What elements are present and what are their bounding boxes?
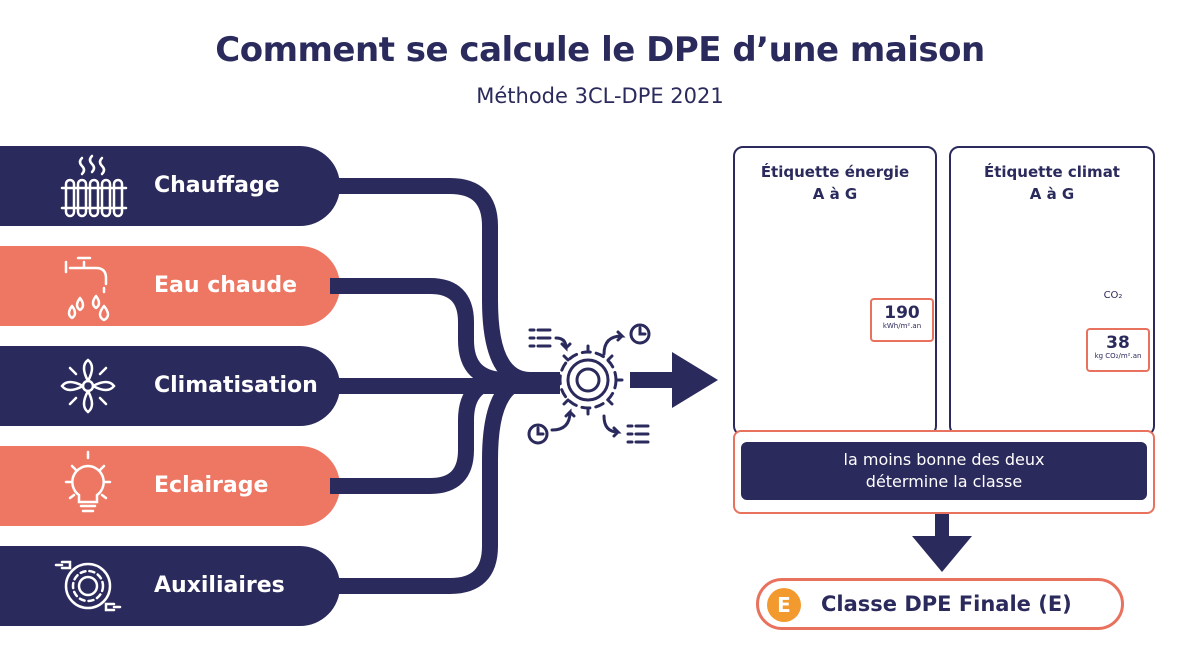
list-arrow-icon-top — [528, 328, 572, 352]
energy-grade-label-c: C — [751, 279, 763, 298]
rule-line-2: détermine la classe — [865, 472, 1023, 491]
climate-grade-label-e: E — [967, 337, 978, 356]
energy-unit: kWh/m².an — [882, 322, 922, 330]
energy-value-box: 190 kWh/m².an — [870, 298, 934, 342]
energy-grade-label-d: D — [751, 308, 764, 327]
connector-lines — [330, 178, 560, 594]
water-tap-icon — [64, 256, 110, 322]
rule-line-1: la moins bonne des deux — [843, 450, 1045, 469]
snowflake-fan-icon — [60, 358, 116, 414]
final-class-text: Classe DPE Finale (E) — [821, 592, 1072, 616]
climate-grade-label-d: D — [967, 308, 980, 327]
list-arrow-icon-bottom — [602, 414, 650, 444]
page-subtitle: Méthode 3CL-DPE 2021 — [476, 84, 724, 108]
climate-value: 38 — [1106, 333, 1130, 353]
energy-value: 190 — [884, 303, 920, 323]
climate-unit: kg CO₂/m².an — [1094, 352, 1142, 360]
climate-grade-label-c: C — [967, 279, 979, 298]
rule-box: la moins bonne des deux détermine la cla… — [733, 430, 1155, 514]
final-class-pill: E Classe DPE Finale (E) — [756, 578, 1124, 630]
process-output-arrow — [630, 352, 718, 408]
energy-label-card: Étiquette énergie A à G — [733, 146, 937, 436]
input-label-eau-chaude: Eau chaude — [154, 273, 298, 298]
energy-grade-label-g: G — [751, 396, 764, 415]
energy-grade-label-f: F — [751, 367, 762, 385]
clock-arrow-icon-top — [602, 323, 651, 356]
input-label-auxiliaires: Auxiliaires — [154, 573, 285, 598]
input-label-eclairage: Eclairage — [154, 473, 269, 498]
result-down-arrow — [912, 512, 972, 572]
gear-plug-icon — [54, 560, 122, 612]
climate-label-range: A à G — [1029, 185, 1075, 203]
energy-grade-label-e: E — [751, 337, 762, 356]
page-title: Comment se calcule le DPE d’une maison — [215, 30, 985, 70]
rule-text: la moins bonne des deux détermine la cla… — [741, 442, 1147, 500]
climate-grade-label-f: F — [967, 367, 978, 385]
input-bar-auxiliaires — [0, 546, 340, 626]
radiator-icon — [60, 154, 128, 218]
light-bulb-icon — [64, 450, 112, 513]
climate-grade-label-a: A — [967, 221, 979, 239]
energy-grade-label-b: B — [751, 250, 763, 269]
climate-label-card: Étiquette climat A à G — [949, 146, 1155, 436]
climate-grade-label-b: B — [967, 250, 979, 269]
clock-arrow-icon-bottom — [527, 408, 576, 445]
final-class-badge: E — [767, 588, 801, 622]
input-label-climatisation: Climatisation — [154, 373, 318, 398]
climate-grade-label-g: G — [967, 396, 980, 415]
energy-grade-label-a: A — [751, 221, 763, 239]
energy-label-title: Étiquette énergie — [760, 163, 910, 181]
energy-label-range: A à G — [812, 185, 858, 203]
co2-icon-text: CO₂ — [1103, 290, 1123, 301]
input-label-chauffage: Chauffage — [154, 173, 280, 198]
climate-label-title: Étiquette climat — [984, 163, 1120, 181]
process-gear-icon — [552, 344, 624, 416]
climate-value-box: 38 kg CO₂/m².an — [1086, 328, 1150, 372]
